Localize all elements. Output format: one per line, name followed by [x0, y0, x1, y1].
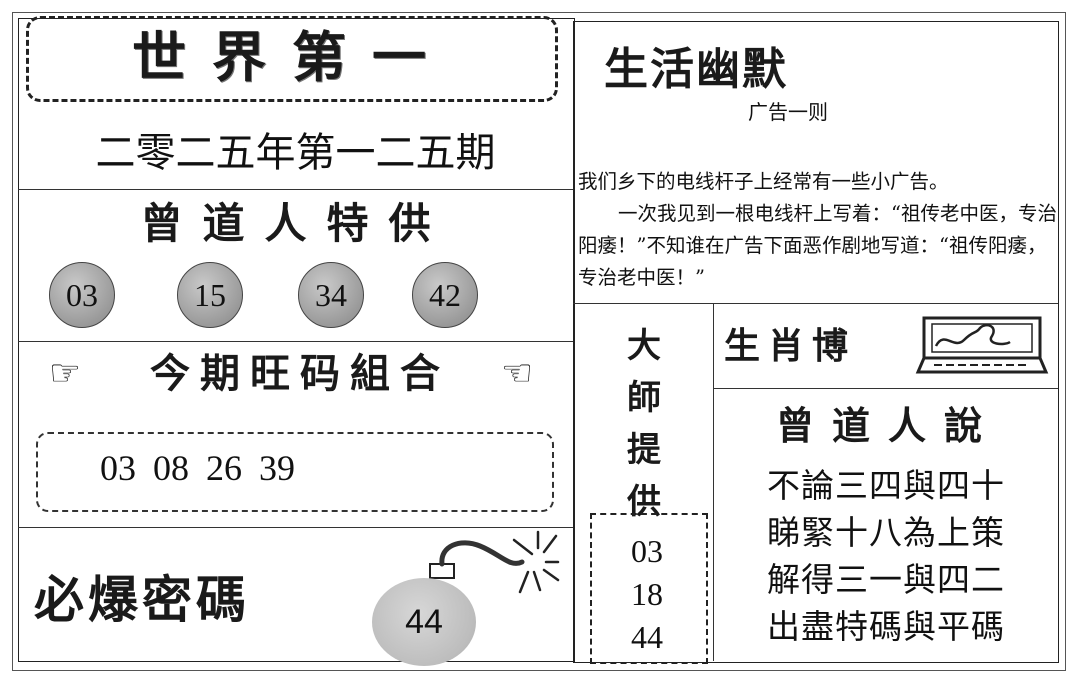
issue-number: 二零二五年第一二五期	[95, 130, 496, 176]
master-number: 18	[631, 576, 663, 612]
pointing-hand-left-icon: ☜	[500, 353, 534, 394]
bomb-number: 44	[372, 578, 476, 666]
masthead-frame	[26, 16, 558, 102]
number-ball: 03	[49, 262, 115, 328]
master-numbers-frame	[590, 513, 708, 664]
poem-line: 不論三四與四十	[767, 466, 1005, 505]
divider	[18, 527, 573, 528]
outer-frame	[12, 12, 1066, 671]
master-title-char: 供	[627, 482, 661, 522]
humor-body: 我们乡下的电线杆子上经常有一些小广告。 一次我见到一根电线杆上写着：“祖传老中医…	[578, 166, 1058, 294]
saying-poem: 不論三四與四十 睇緊十八為上策 解得三一與四二 出盡特碼與平碼	[714, 462, 1058, 650]
combo-numbers: 03 08 26 39	[100, 448, 295, 488]
masthead-title: 世界第一	[132, 25, 452, 89]
master-number: 03	[631, 533, 663, 569]
computer-icon	[915, 316, 1049, 374]
special-numbers-title: 曾道人特供	[140, 199, 451, 248]
saying-title: 曾道人說	[775, 403, 1000, 448]
humor-title: 生活幽默	[604, 44, 788, 95]
master-title: 大 師 提 供	[575, 320, 713, 528]
right-panel-frame	[573, 21, 1059, 663]
divider	[18, 341, 573, 342]
master-title-char: 大	[627, 326, 661, 366]
number-ball: 15	[177, 262, 243, 328]
humor-paragraph: 我们乡下的电线杆子上经常有一些小广告。	[578, 170, 949, 193]
poem-line: 出盡特碼與平碼	[767, 607, 1005, 646]
lucky-combo-title: 今期旺码組合	[150, 350, 450, 397]
pointing-hand-right-icon: ☞	[48, 353, 82, 394]
poem-line: 睇緊十八為上策	[767, 513, 1005, 552]
master-number: 44	[631, 619, 663, 655]
poem-line: 解得三一與四二	[767, 560, 1005, 599]
humor-paragraph: 一次我见到一根电线杆上写着：“祖传老中医，专治阳痿！”不知谁在广告下面恶作剧地写…	[578, 202, 1057, 289]
bomb-code-title: 必爆密碼	[34, 570, 250, 629]
master-title-char: 提	[627, 430, 661, 470]
combo-frame	[36, 432, 554, 512]
bomb-fuse-icon	[429, 530, 560, 594]
master-title-char: 師	[627, 378, 661, 418]
zodiac-title: 生肖博	[724, 325, 857, 367]
number-ball: 42	[412, 262, 478, 328]
number-ball: 34	[298, 262, 364, 328]
divider	[713, 388, 1058, 389]
divider	[573, 303, 1058, 304]
humor-subtitle: 广告一则	[748, 100, 828, 124]
master-numbers: 03 18 44	[590, 530, 704, 659]
divider	[713, 303, 714, 661]
divider	[18, 189, 573, 190]
